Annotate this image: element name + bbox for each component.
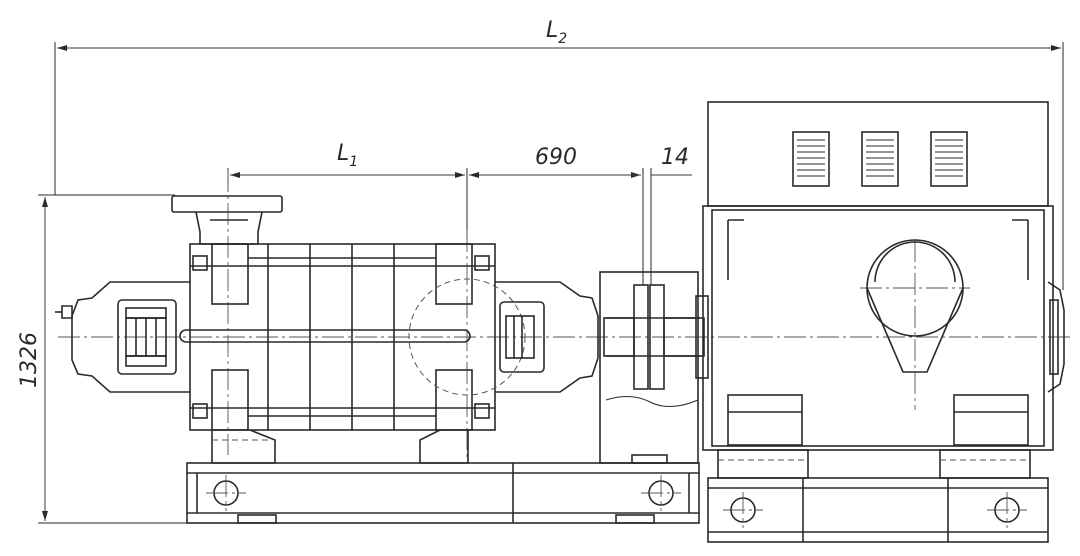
coupling — [603, 284, 705, 390]
dimension-l1-label: L1 — [337, 141, 358, 170]
tie-rod — [179, 329, 471, 343]
pump-casing — [179, 243, 526, 431]
dimension-l1: L1 — [227, 141, 468, 240]
dimension-690: 690 — [469, 145, 644, 285]
vent-grille-1 — [792, 131, 830, 187]
dimension-l2-label: L2 — [546, 18, 567, 47]
vent-grille-2 — [861, 131, 899, 187]
pump-feet — [211, 429, 469, 464]
bearing-housing — [495, 281, 599, 393]
dimension-14-label: 14 — [661, 145, 689, 170]
dimension-height-label: 1326 — [17, 332, 42, 388]
vent-grille-3 — [930, 131, 968, 187]
axis-lines — [58, 170, 1072, 460]
terminal-box — [707, 101, 1049, 207]
motor-base-frame — [707, 449, 1049, 543]
suction-end-cover — [55, 281, 190, 393]
discharge-flange — [171, 195, 283, 245]
dimension-14: 14 — [624, 145, 692, 285]
dimension-l2: L2 — [54, 18, 1064, 290]
dimension-690-label: 690 — [535, 145, 577, 170]
lifting-eye — [866, 239, 964, 373]
motor-body — [695, 101, 1065, 451]
base-frame — [186, 454, 700, 524]
dimension-height: 1326 — [17, 194, 190, 524]
